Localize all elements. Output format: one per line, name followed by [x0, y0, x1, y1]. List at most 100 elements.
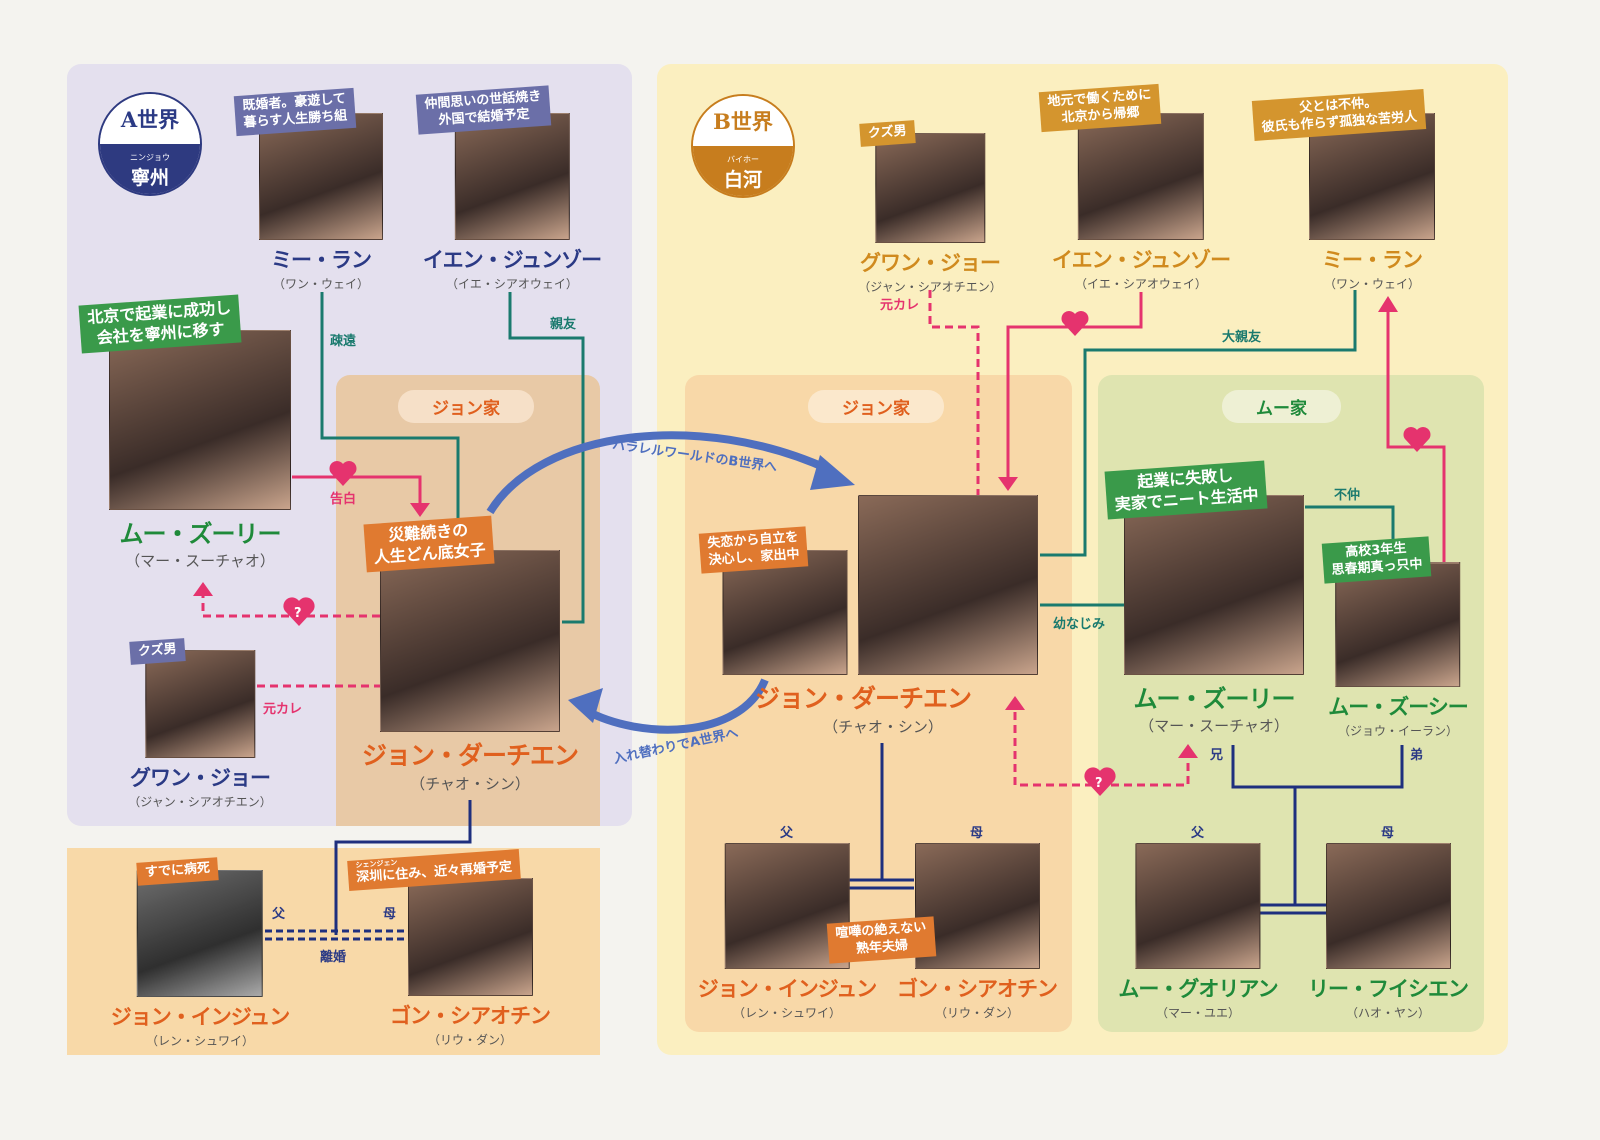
tag-b-muxi: 高校3年生 思春期真っ只中 — [1321, 536, 1432, 584]
character-a-mu[interactable]: ムー・ズーリー （マー・スーチャオ） — [109, 330, 291, 571]
actor-name: （ハオ・ヤン） — [1345, 1006, 1430, 1020]
tag-b-self: 失恋から自立を 決心し、家出中 — [698, 526, 809, 574]
character-name: グワン・ジョー — [130, 765, 271, 790]
label-younger: 弟 — [1410, 748, 1424, 763]
label-mu-father: 父 — [1191, 826, 1205, 841]
line-divorce — [265, 929, 405, 941]
character-name: ゴン・シアオチン — [390, 1003, 551, 1028]
line-unknown-a — [201, 596, 380, 618]
photo — [259, 113, 383, 240]
character-a-yian[interactable]: イエン・ジュンゾー （イエ・シアオウェイ） — [422, 113, 602, 292]
actor-name: （レン・シュワイ） — [145, 1034, 254, 1048]
label-b-father: 父 — [780, 826, 794, 841]
heart-icon — [329, 461, 357, 486]
b-world-badge: B世界 バイホー白河 — [691, 94, 795, 198]
label-estranged: 疎遠 — [330, 334, 357, 349]
tag-a-milan: 既婚者。豪遊して 暮らす人生勝ち組 — [233, 87, 356, 136]
character-a-mother[interactable]: ゴン・シアオチン （リウ・ダン） — [390, 878, 551, 1048]
actor-name: （ジョウ・イーラン） — [1337, 724, 1458, 738]
line-a-parents — [334, 800, 472, 935]
character-name: ジョン・インジュン — [697, 976, 878, 1001]
photo — [722, 550, 848, 675]
mu-family-label: ムー家 — [1222, 390, 1341, 423]
line-mu-brothers — [1231, 745, 1404, 905]
character-name: グワン・ジョー — [860, 250, 1001, 275]
character-b-yian[interactable]: イエン・ジュンゾー （イエ・シアオウェイ） — [1051, 113, 1231, 292]
character-name: ミー・ラン — [1322, 247, 1423, 272]
svg-text:?: ? — [1095, 776, 1103, 791]
actor-name: （ジャン・シアオチエン） — [858, 280, 1002, 294]
character-b-father[interactable]: ジョン・インジュン （レン・シュワイ） — [698, 843, 877, 1021]
character-name: リー・フイシエン — [1308, 976, 1469, 1001]
character-b-guan[interactable]: グワン・ジョー （ジャン・シアオチエン） — [858, 133, 1002, 295]
actor-name: （ワン・ウェイ） — [272, 277, 369, 291]
character-mu-father[interactable]: ムー・グオリアン （マー・ユエ） — [1118, 843, 1279, 1021]
actor-name: （リウ・ダン） — [427, 1033, 512, 1047]
line-confession — [292, 475, 422, 505]
photo — [875, 133, 985, 243]
line-best-friend — [508, 292, 585, 624]
character-b-mother[interactable]: ゴン・シアオチン （リウ・ダン） — [897, 843, 1058, 1021]
label-mu-mother: 母 — [1381, 826, 1395, 841]
character-name: ミー・ラン — [271, 247, 372, 272]
character-b-milan[interactable]: ミー・ラン （ワン・ウェイ） — [1309, 113, 1435, 292]
actor-name: （イエ・シアオウェイ） — [446, 277, 578, 291]
actor-name: （マー・スーチャオ） — [1139, 717, 1289, 735]
photo — [1335, 562, 1461, 687]
b-world-ruby: バイホー — [727, 155, 759, 164]
tag-b-yian: 地元で働くために 北京から帰郷 — [1038, 83, 1162, 132]
a-zhuang-family-label: ジョン家 — [398, 390, 534, 423]
character-a-guan[interactable]: グワン・ジョー （ジャン・シアオチエン） — [128, 650, 272, 810]
actor-name: （マー・スーチャオ） — [125, 552, 275, 570]
arrow-head — [410, 503, 430, 517]
label-ex-a: 元カレ — [263, 702, 303, 717]
character-name: ムー・ズーリー — [1133, 684, 1296, 713]
character-b-mu[interactable]: ムー・ズーリー （マー・スーチャオ） — [1124, 495, 1304, 736]
photo — [407, 878, 533, 996]
label-bad-terms: 不仲 — [1334, 488, 1361, 503]
character-b-zhuang[interactable]: ジョン・ダーチエン（チャオ・シン） — [755, 495, 1038, 737]
character-name: ムー・グオリアン — [1118, 976, 1278, 1001]
label-elder: 兄 — [1210, 748, 1224, 763]
label-divorce: 離婚 — [320, 950, 347, 965]
actor-name: （イエ・シアオウェイ） — [1075, 277, 1207, 291]
character-name: ムー・ズーリー — [119, 519, 282, 548]
tag-b-guan: クズ男 — [859, 120, 916, 147]
character-mu-mother[interactable]: リー・フイシエン （ハオ・ヤン） — [1308, 843, 1469, 1021]
character-a-zhuang[interactable]: ジョン・ダーチエン（チャオ・シン） — [362, 550, 579, 794]
photo — [379, 550, 560, 732]
character-name: ジョン・インジュン — [110, 1004, 291, 1029]
svg-text:?: ? — [294, 606, 302, 621]
label-a-father: 父 — [272, 907, 286, 922]
character-b-self[interactable] — [722, 550, 848, 675]
a-world-ruby: ニンジョウ — [130, 153, 170, 162]
label-ex-b: 元カレ — [880, 298, 920, 313]
character-a-father[interactable]: ジョン・インジュン （レン・シュワイ） — [111, 870, 290, 1049]
actor-name: （レン・シュワイ） — [732, 1006, 841, 1020]
a-world-city: 寧州 — [130, 167, 169, 189]
photo — [858, 495, 1038, 675]
tag-b-couple: 喧嘩の絶えない 熟年夫婦 — [826, 916, 937, 964]
actor-name: （ジャン・シアオチエン） — [128, 795, 272, 809]
arrow-to-a-world — [583, 678, 769, 734]
character-name: イエン・ジュンゾー — [422, 247, 602, 272]
label-childhood: 幼なじみ — [1053, 617, 1106, 632]
label-a-mother: 母 — [383, 907, 397, 922]
photo — [137, 870, 263, 997]
character-name: イエン・ジュンゾー — [1051, 247, 1231, 272]
photo — [109, 330, 291, 510]
character-name: ゴン・シアオチン — [897, 976, 1058, 1001]
photo — [1135, 843, 1261, 969]
actor-name: （ワン・ウェイ） — [1323, 277, 1420, 291]
character-b-muxi[interactable]: ムー・ズーシー （ジョウ・イーラン） — [1328, 562, 1469, 739]
character-a-milan[interactable]: ミー・ラン （ワン・ウェイ） — [259, 113, 383, 292]
actor-name: （マー・ユエ） — [1155, 1006, 1241, 1020]
character-name: ムー・ズーシー — [1328, 694, 1469, 719]
line-great-friend — [1040, 290, 1357, 557]
b-world-city: 白河 — [723, 169, 762, 191]
label-best-friend: 親友 — [550, 317, 577, 332]
actor-name: （リウ・ダン） — [934, 1006, 1019, 1020]
line-ex-b — [928, 290, 980, 495]
tag-a-zhuang: 災難続きの 人生どん底女子 — [363, 515, 495, 573]
